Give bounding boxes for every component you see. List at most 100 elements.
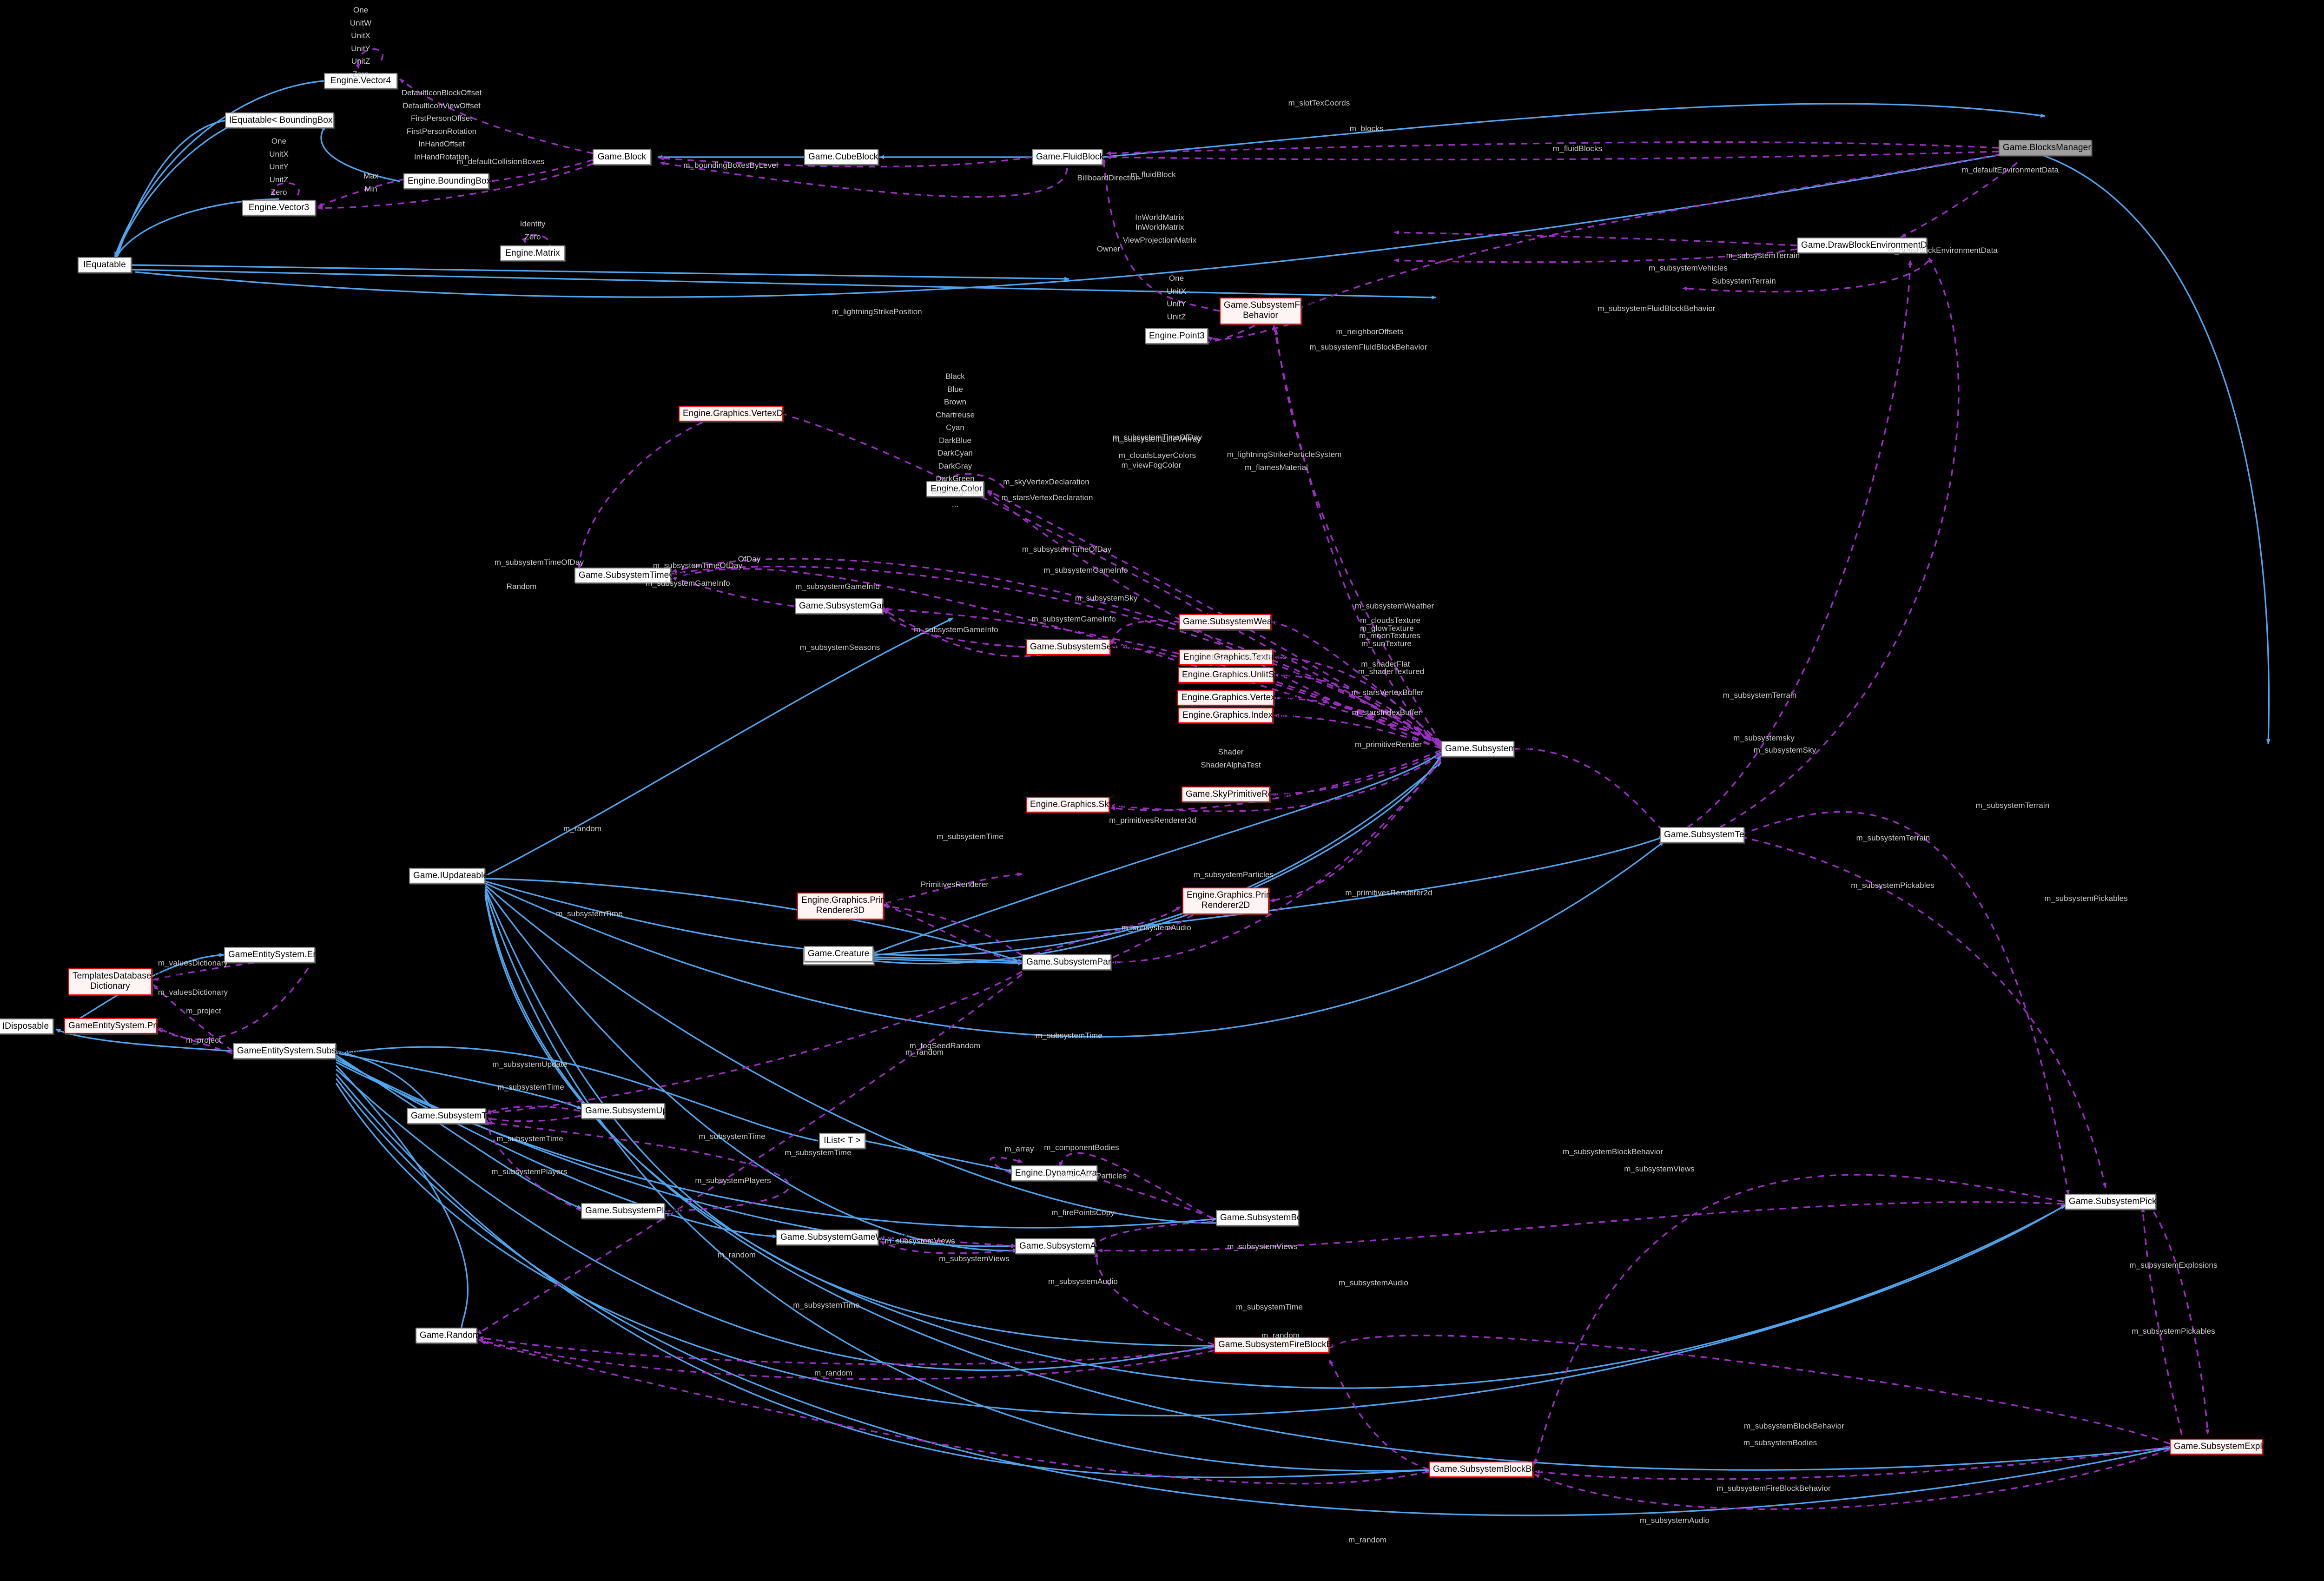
class-node-game-subsys-timeofday[interactable]: Game.SubsystemTimeOfDay bbox=[574, 567, 694, 584]
edge-label: InWorldMatrix bbox=[1135, 213, 1184, 222]
class-node-game-subsys-gameinfo[interactable]: Game.SubsystemGameInfo bbox=[795, 598, 909, 615]
field-label: DefaultIconViewOffset bbox=[403, 101, 481, 110]
class-node-game-blocksmanager[interactable]: Game.BlocksManager bbox=[1999, 139, 2092, 156]
class-node-iequatable-bbox[interactable]: IEquatable< BoundingBox > bbox=[225, 112, 340, 129]
class-node-engine-texture2d[interactable]: Engine.Graphics.Texture2D bbox=[1179, 649, 1293, 666]
field-label: Zero bbox=[524, 232, 541, 241]
class-node-templates-valuesdict[interactable]: TemplatesDatabase.Values Dictionary bbox=[68, 968, 180, 995]
class-node-game-subsys-seasons[interactable]: Game.SubsystemSeasons bbox=[1026, 639, 1136, 655]
class-node-ges-entity[interactable]: GameEntitySystem.Entity bbox=[224, 946, 330, 963]
edge-label: m_viewFogColor bbox=[1121, 461, 1182, 470]
edge-label: m_fluidBlocks bbox=[1552, 144, 1603, 153]
edge-label: m_blocks bbox=[1349, 124, 1384, 133]
edge-label: m_subsystemTime bbox=[793, 1301, 860, 1310]
class-node-engine-primrender2d[interactable]: Engine.Graphics.Primitives Renderer2D bbox=[1182, 887, 1294, 914]
class-node-ges-project[interactable]: GameEntitySystem.Project bbox=[64, 1018, 175, 1034]
edge-label: m_subsystemTime bbox=[1036, 1031, 1103, 1040]
field-label: InHandOffset bbox=[418, 139, 465, 149]
class-node-game-cubeblock[interactable]: Game.CubeBlock bbox=[804, 149, 878, 165]
class-node-engine-primrender3d[interactable]: Engine.Graphics.Primitives Renderer3D bbox=[797, 893, 909, 919]
class-node-engine-skyshader[interactable]: Engine.Graphics.SkyShader bbox=[1026, 796, 1142, 813]
edge-label: m_subsystemViews bbox=[939, 1254, 1010, 1263]
class-node-engine-dynarray[interactable]: Engine.DynamicArray< T > bbox=[1011, 1165, 1122, 1182]
class-node-engine-vertexbuffer[interactable]: Engine.Graphics.VertexBuffer bbox=[1177, 689, 1299, 706]
edge-label: BillboardDirection bbox=[1077, 173, 1140, 182]
edge-label: m_componentBodies bbox=[1044, 1143, 1119, 1152]
edge-label: m_glowTexture bbox=[1360, 624, 1414, 633]
class-node-engine-boundingbox[interactable]: Engine.BoundingBox bbox=[403, 173, 491, 190]
class-node-engine-point3[interactable]: Engine.Point3 bbox=[1145, 328, 1208, 344]
class-node-engine-indexbuffer[interactable]: Engine.Graphics.IndexBuffer bbox=[1178, 707, 1296, 724]
edge-label: m_random bbox=[1348, 1535, 1387, 1544]
edge-label: m_project bbox=[186, 1006, 221, 1015]
class-node-game-iupdateable[interactable]: Game.IUpdateable bbox=[409, 867, 488, 884]
edge-label: m_subsystemTimeOfDay bbox=[494, 558, 584, 567]
class-node-game-subsys-time[interactable]: Game.SubsystemTime bbox=[407, 1108, 501, 1125]
edge-label: m_subsystemUpdate bbox=[492, 1060, 568, 1069]
edge-label: m_subsystemAudio bbox=[1122, 923, 1191, 932]
class-node-engine-vertexdecl[interactable]: Engine.Graphics.VertexDeclaration bbox=[679, 405, 822, 422]
class-node-game-subsys-fluidbb[interactable]: Game.SubsystemFluidBlock Behavior bbox=[1220, 298, 1336, 324]
edge-label: m_subsystemTerrain bbox=[1975, 801, 2050, 810]
class-node-game-creature[interactable]: Game.Creature bbox=[804, 946, 873, 962]
field-label: UnitY bbox=[1167, 299, 1186, 309]
class-node-game-subsys-blockbeh[interactable]: Game.SubsystemBlockBehaviors bbox=[1429, 1461, 1565, 1478]
class-node-game-drawblockenv[interactable]: Game.DrawBlockEnvironmentData bbox=[1797, 237, 1939, 254]
class-node-game-subsys-particles[interactable]: Game.SubsystemParticles bbox=[1022, 954, 1131, 971]
class-node-engine-vector4[interactable]: Engine.Vector4 bbox=[324, 73, 397, 89]
class-node-game-skyprimrender[interactable]: Game.SkyPrimitiveRender bbox=[1182, 786, 1291, 803]
class-node-game-subsys-widgets[interactable]: Game.SubsystemGameWidgets bbox=[776, 1229, 908, 1246]
edge-label: m_subsystemTimeOfDay bbox=[1112, 433, 1202, 442]
class-node-game-subsys-bodies[interactable]: Game.SubsystemBodies bbox=[1216, 1210, 1318, 1226]
class-node-game-subsys-terrain[interactable]: Game.SubsystemTerrain bbox=[1660, 827, 1762, 843]
edge-label: m_shaderFlat bbox=[1361, 660, 1410, 668]
field-label: Chartreuse bbox=[935, 410, 975, 419]
class-node-iequatable[interactable]: IEquatable bbox=[78, 257, 132, 273]
class-node-game-subsys-players[interactable]: Game.SubsystemPlayers bbox=[581, 1203, 686, 1219]
class-node-engine-color[interactable]: Engine.Color bbox=[926, 481, 984, 497]
class-node-idisposable[interactable]: IDisposable bbox=[0, 1018, 53, 1035]
class-node-engine-unlitshader[interactable]: Engine.Graphics.UnlitShader bbox=[1178, 667, 1297, 683]
class-node-game-subsys-fireblock[interactable]: Game.SubsystemFireBlockBehavior bbox=[1214, 1336, 1361, 1353]
field-label: Brown bbox=[944, 397, 967, 407]
class-node-game-subsys-explosions[interactable]: Game.SubsystemExplosions bbox=[2170, 1438, 2288, 1455]
edge-label: m_valuesDictionary bbox=[158, 959, 228, 967]
class-node-game-subsys-audio[interactable]: Game.SubsystemAudio bbox=[1015, 1238, 1113, 1255]
edge-label: m_subsystemGameInfo bbox=[795, 582, 880, 591]
edge-label: Owner bbox=[1096, 245, 1121, 253]
edge-label: m_subsystemAudio bbox=[1640, 1516, 1710, 1525]
class-node-engine-vector3[interactable]: Engine.Vector3 bbox=[242, 199, 316, 216]
class-node-game-subsys-pickables[interactable]: Game.SubsystemPickables bbox=[2065, 1193, 2178, 1210]
edge-label: m_subsystemBlockBehavior bbox=[1744, 1422, 1844, 1430]
edge-label: m_subsystemPickables bbox=[2044, 894, 2128, 903]
class-node-game-subsys-update[interactable]: Game.SubsystemUpdate bbox=[581, 1103, 685, 1119]
edge-label: m_valuesDictionary bbox=[158, 988, 228, 997]
edge-label: m_subsystemPickables bbox=[1851, 881, 1934, 890]
edge-label: m_subsystemPickables bbox=[2132, 1327, 2215, 1336]
class-node-game-random[interactable]: Game.Random bbox=[416, 1327, 480, 1344]
class-node-game-subsys-sky[interactable]: Game.SubsystemSky bbox=[1441, 741, 1531, 757]
edge-label: m_primitivesRenderer3d bbox=[1109, 816, 1196, 825]
edge-label: m_subsystemPlayers bbox=[695, 1176, 771, 1185]
edge-label: m_subsystemViews bbox=[1624, 1164, 1695, 1173]
class-node-game-subsys-weather[interactable]: Game.SubsystemWeather bbox=[1179, 614, 1287, 630]
edge-label: m_subsystemGameInfo bbox=[1043, 566, 1128, 575]
class-node-game-block[interactable]: Game.Block bbox=[593, 149, 651, 165]
edge-label: m_cloudsTexture bbox=[1360, 616, 1421, 625]
field-label: Shader bbox=[1218, 748, 1244, 756]
field-label: FirstPersonRotation bbox=[406, 126, 477, 136]
edge-label: m_subsystemFluidBlockBehavior bbox=[1598, 304, 1716, 313]
field-label: UnitW bbox=[350, 18, 372, 27]
class-node-game-fluidblock[interactable]: Game.FluidBlock bbox=[1032, 149, 1104, 165]
class-node-ilist-t[interactable]: IList< T > bbox=[819, 1132, 865, 1149]
class-node-engine-matrix[interactable]: Engine.Matrix bbox=[500, 245, 565, 262]
edge-label: m_random bbox=[1261, 1331, 1300, 1340]
field-label: ViewProjectionMatrix bbox=[1122, 235, 1197, 245]
class-node-ges-subsystem[interactable]: GameEntitySystem.Subsystem bbox=[233, 1043, 360, 1059]
edge-label: m_firePointsCopy bbox=[1051, 1208, 1115, 1217]
